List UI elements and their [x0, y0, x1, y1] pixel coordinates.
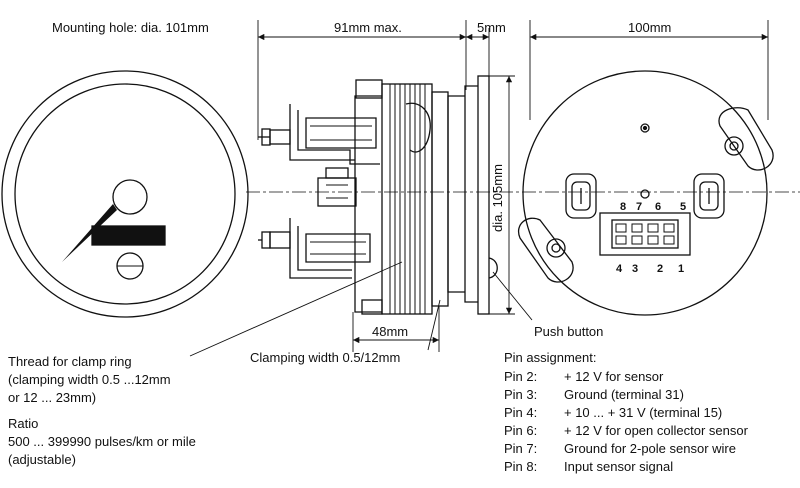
pin-connector	[599, 212, 691, 256]
pin-number-top: 6	[655, 201, 661, 213]
thread-leader	[189, 261, 403, 357]
depth-max-label: 91mm max.	[334, 20, 402, 35]
pin-label: Pin 4:	[504, 405, 538, 420]
front-flange	[477, 75, 490, 315]
thread-label-line1: Thread for clamp ring	[8, 354, 132, 369]
front-dial-inner	[14, 83, 236, 305]
push-button-label: Push button	[534, 324, 604, 339]
pin-label: Pin 6:	[504, 423, 538, 438]
push-button-leader	[492, 271, 533, 321]
thread-label-line2: (clamping width 0.5 ...12mm	[8, 372, 171, 387]
pin-description: + 12 V for sensor	[564, 369, 664, 384]
pin-number-bottom: 4	[616, 263, 623, 275]
flange-label: 5mm	[477, 20, 506, 35]
thread-length-label: 48mm	[372, 324, 409, 339]
display-window	[91, 225, 166, 246]
rear-housing-circle	[522, 70, 768, 316]
pin-description: + 12 V for open collector sensor	[564, 423, 748, 438]
pin-description: Ground for 2-pole sensor wire	[564, 441, 736, 456]
pin-number-top: 8	[620, 201, 626, 213]
ratio-title: Ratio	[8, 416, 39, 431]
pin-number-bottom: 2	[657, 263, 663, 275]
clamp-screw-bottom-left	[517, 217, 574, 283]
front-view	[1, 70, 249, 318]
front-bezel-outer	[1, 70, 249, 318]
dim-diameter-label: dia. 105mm	[490, 164, 505, 232]
pin-label: Pin 3:	[504, 387, 538, 402]
pin-description: + 10 ... + 31 V (terminal 15)	[564, 405, 723, 420]
pin-assignment-title: Pin assignment:	[504, 350, 597, 365]
push-button-shape	[488, 257, 498, 279]
center-hub	[112, 179, 148, 215]
pin-number-bottom: 3	[632, 263, 638, 275]
ratio-line2: (adjustable)	[8, 452, 76, 467]
mounting-hole-label: Mounting hole: dia. 101mm	[52, 20, 209, 35]
clamping-width-label: Clamping width 0.5/12mm	[250, 350, 401, 365]
pin-number-bottom: 1	[678, 263, 684, 275]
ratio-line1: 500 ... 399990 pulses/km or mile	[8, 434, 196, 449]
clamp-screw-top-right	[718, 107, 774, 171]
pin-description: Ground (terminal 31)	[564, 387, 684, 402]
pin-label: Pin 8:	[504, 459, 538, 474]
pin-label: Pin 7:	[504, 441, 538, 456]
pin-number-top: 7	[636, 201, 642, 213]
pin-description: Input sensor signal	[564, 459, 674, 474]
rear-view	[517, 70, 774, 316]
gauge-needle	[62, 204, 117, 262]
thread-label-line3: or 12 ... 23mm)	[8, 390, 97, 405]
pin-label: Pin 2:	[504, 369, 538, 384]
front-width-label: 100mm	[628, 20, 672, 35]
pin-number-top: 5	[680, 201, 686, 213]
side-view	[258, 75, 498, 315]
